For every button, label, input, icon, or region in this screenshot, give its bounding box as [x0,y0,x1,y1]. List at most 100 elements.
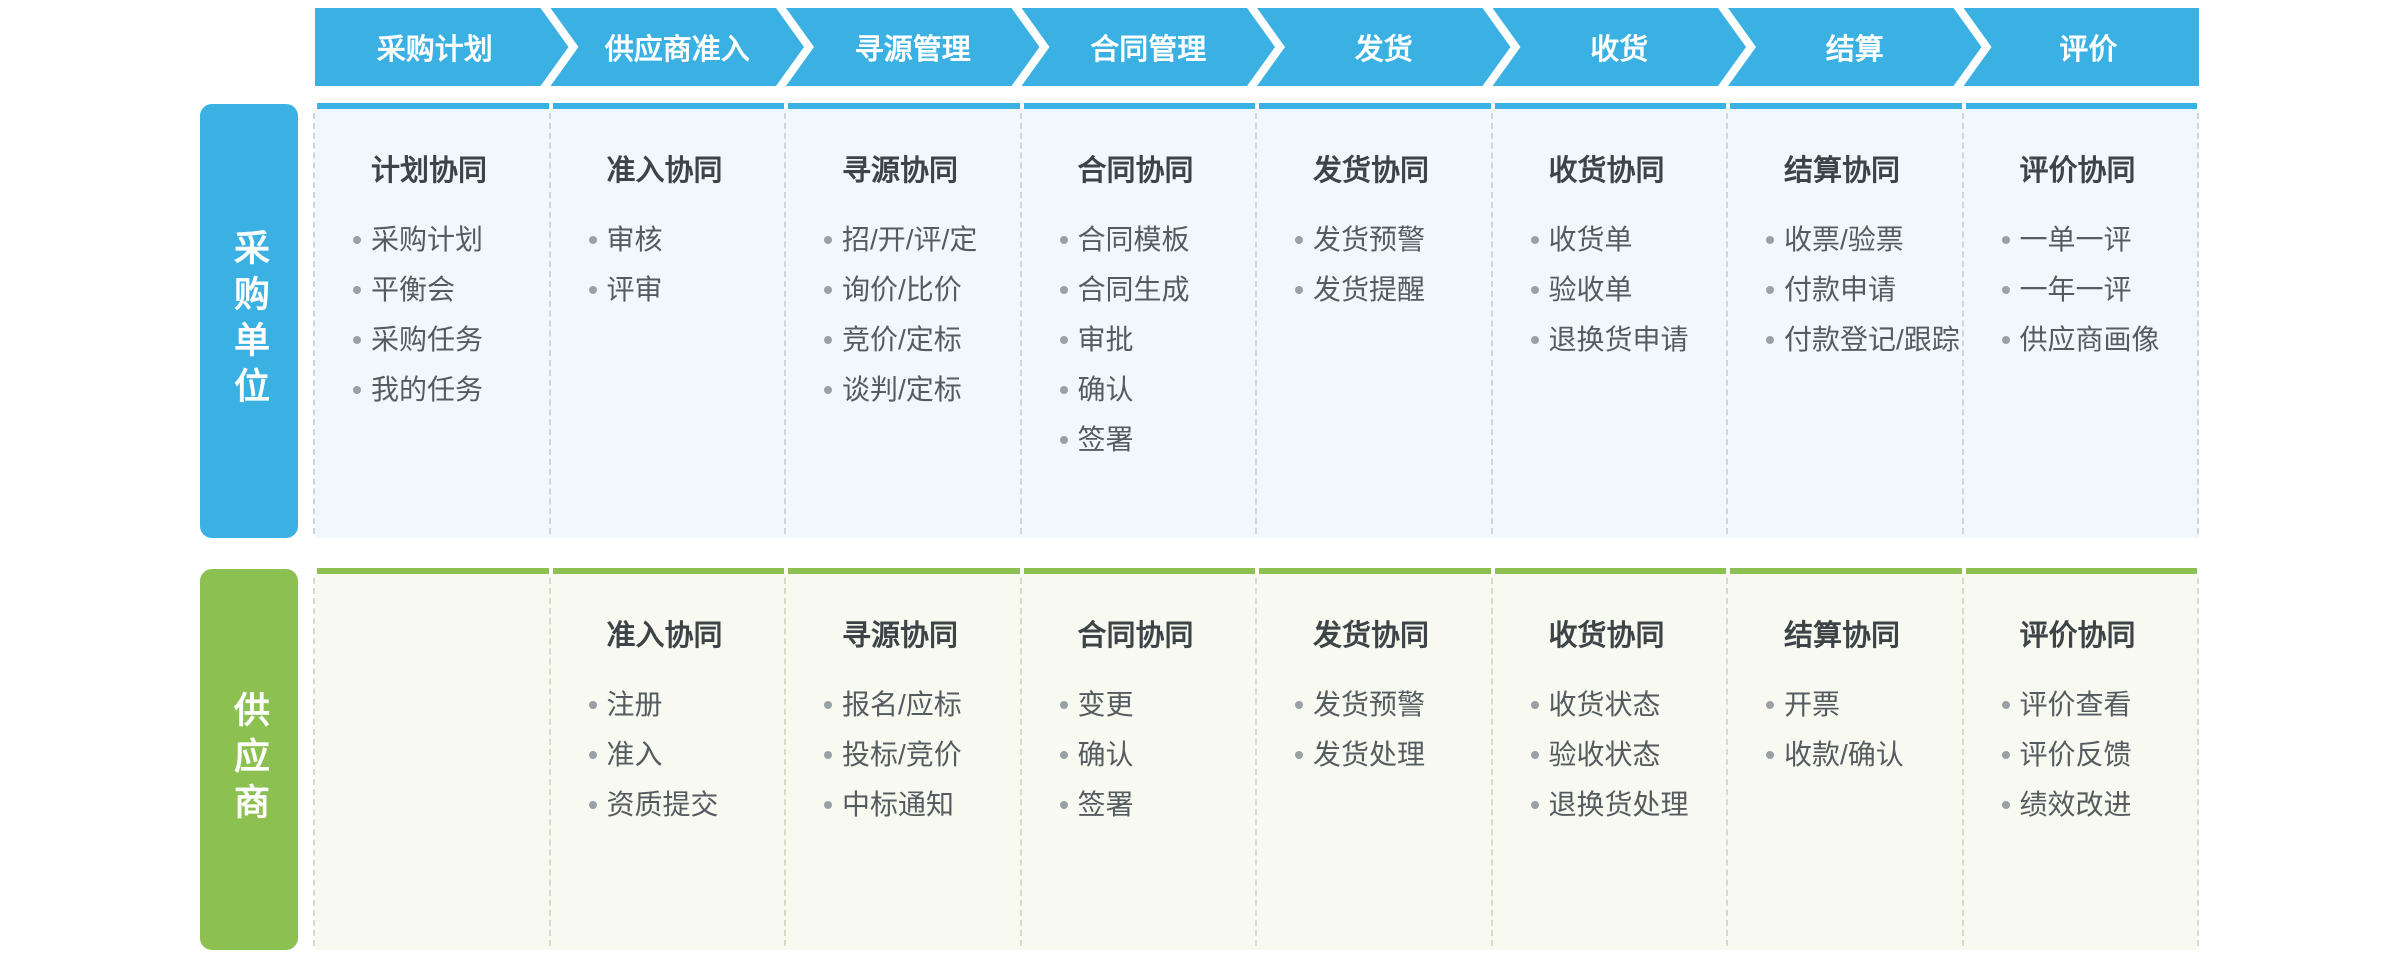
column-divider [313,113,315,534]
column-title: 合同协同 [1077,155,1194,187]
list-item: 付款登记/跟踪 [1766,315,1962,365]
column-top-border [1023,568,1255,574]
column-top-border [317,568,549,574]
list-item: 我的任务 [353,365,549,415]
column-item-list: 发货预警 发货提醒 [1295,215,1491,315]
column-item-list: 变更 确认 签署 [1059,680,1256,830]
column-top-border [1965,103,2197,109]
column-sourcing-collab: 寻源协同 报名/应标 投标/竞价 中标通知 [788,574,1020,950]
column-plan-collab: 计划协同 采购计划 平衡会 采购任务 我的任务 [317,109,549,538]
list-item: 确认 [1059,730,1256,780]
column-item-list: 招/开/评/定 询价/比价 竞价/定标 谈判/定标 [824,215,1020,415]
column-divider [548,113,551,534]
column-item-list: 发货预警 发货处理 [1295,680,1491,780]
list-item: 评审 [588,265,785,315]
list-item: 中标通知 [824,780,1020,830]
column-title: 收货协同 [1548,155,1665,187]
column-title: 发货协同 [1313,620,1430,652]
column-title: 合同协同 [1077,620,1194,652]
column-divider [1961,113,1964,534]
column-title: 收货协同 [1548,620,1665,652]
list-item: 签署 [1059,780,1256,830]
column-top-border [1259,103,1491,109]
column-divider [1490,113,1493,534]
list-item: 一年一评 [2001,265,2198,315]
list-item: 付款申请 [1766,265,1962,315]
list-item: 一单一评 [2001,215,2198,265]
column-divider [2197,113,2199,534]
list-item: 验收单 [1530,265,1727,315]
column-divider [2197,578,2199,946]
column-contract-collab: 合同协同 变更 确认 签署 [1024,574,1256,950]
column-top-border [1494,103,1726,109]
stage-arrow-receiving: 收货 [1493,8,1747,86]
stage-arrow-label: 收货 [1590,34,1649,66]
column-receiving-collab: 收货协同 收货单 验收单 退换货申请 [1495,109,1727,538]
column-top-border [552,568,784,574]
column-top-border [1259,568,1491,574]
column-access-collab: 准入协同 注册 准入 资质提交 [553,574,785,950]
column-divider [1726,113,1728,534]
column-divider [1961,578,1964,946]
column-title: 评价协同 [2019,155,2136,187]
purchaser-lane: 计划协同 采购计划 平衡会 采购任务 我的任务 准入协同 审核 评审 寻源协同 … [313,103,2199,538]
column-item-list: 收货单 验收单 退换货申请 [1530,215,1727,365]
list-item: 收票/验票 [1766,215,1962,265]
stage-arrow-label: 发货 [1354,34,1413,66]
list-item: 采购任务 [353,315,549,365]
supplier-lane: 准入协同 注册 准入 资质提交 寻源协同 报名/应标 投标/竞价 中标通知 合同… [313,568,2199,950]
list-item: 注册 [588,680,785,730]
column-divider [1019,113,1022,534]
stage-arrow-label: 寻源管理 [854,34,971,66]
column-settlement-collab: 结算协同 开票 收款/确认 [1730,574,1962,950]
column-divider [1490,578,1493,946]
list-item: 招/开/评/定 [824,215,1020,265]
list-item: 开票 [1766,680,1962,730]
list-item: 报名/应标 [824,680,1020,730]
column-top-border [1494,568,1726,574]
column-sourcing-collab: 寻源协同 招/开/评/定 询价/比价 竞价/定标 谈判/定标 [788,109,1020,538]
list-item: 竞价/定标 [824,315,1020,365]
column-item-list: 合同模板 合同生成 审批 确认 签署 [1059,215,1256,465]
column-title: 寻源协同 [842,620,959,652]
stage-arrow-label: 结算 [1825,34,1884,66]
column-title: 结算协同 [1784,620,1901,652]
column-divider [1255,578,1257,946]
list-item: 退换货申请 [1530,315,1727,365]
column-title: 寻源协同 [842,155,959,187]
stage-arrow-supplier-access: 供应商准入 [551,8,805,86]
stage-arrow-label: 评价 [2059,34,2118,66]
process-stage-bar: 采购计划 供应商准入 寻源管理 合同管理 发货 收货 结算 评价 [315,8,2199,86]
list-item: 平衡会 [353,265,549,315]
column-title: 计划协同 [371,155,488,187]
column-item-list: 一单一评 一年一评 供应商画像 [2001,215,2198,365]
list-item: 发货预警 [1295,680,1491,730]
list-item: 签署 [1059,415,1256,465]
column-divider [1255,113,1257,534]
column-top-border [317,103,549,109]
column-title: 结算协同 [1784,155,1901,187]
column-divider [784,113,786,534]
list-item: 收货状态 [1530,680,1727,730]
list-item: 验收状态 [1530,730,1727,780]
column-receiving-collab: 收货协同 收货状态 验收状态 退换货处理 [1495,574,1727,950]
lane-background [315,109,2199,538]
list-item: 变更 [1059,680,1256,730]
list-item: 供应商画像 [2001,315,2198,365]
column-item-list: 审核 评审 [588,215,785,315]
column-empty [317,574,549,950]
column-top-border [1023,103,1255,109]
column-item-list: 报名/应标 投标/竞价 中标通知 [824,680,1020,830]
stage-arrow-evaluation: 评价 [1963,8,2199,86]
lane-tab-supplier: 供应商 [200,569,298,950]
lane-tab-purchaser: 采购单位 [200,104,298,538]
column-top-border [788,568,1020,574]
list-item: 审批 [1059,315,1256,365]
column-title: 准入协同 [606,155,723,187]
column-item-list: 评价查看 评价反馈 绩效改进 [2001,680,2198,830]
list-item: 谈判/定标 [824,365,1020,415]
column-evaluation-collab: 评价协同 一单一评 一年一评 供应商画像 [1966,109,2198,538]
column-shipping-collab: 发货协同 发货预警 发货处理 [1259,574,1491,950]
list-item: 合同生成 [1059,265,1256,315]
column-item-list: 采购计划 平衡会 采购任务 我的任务 [353,215,549,415]
